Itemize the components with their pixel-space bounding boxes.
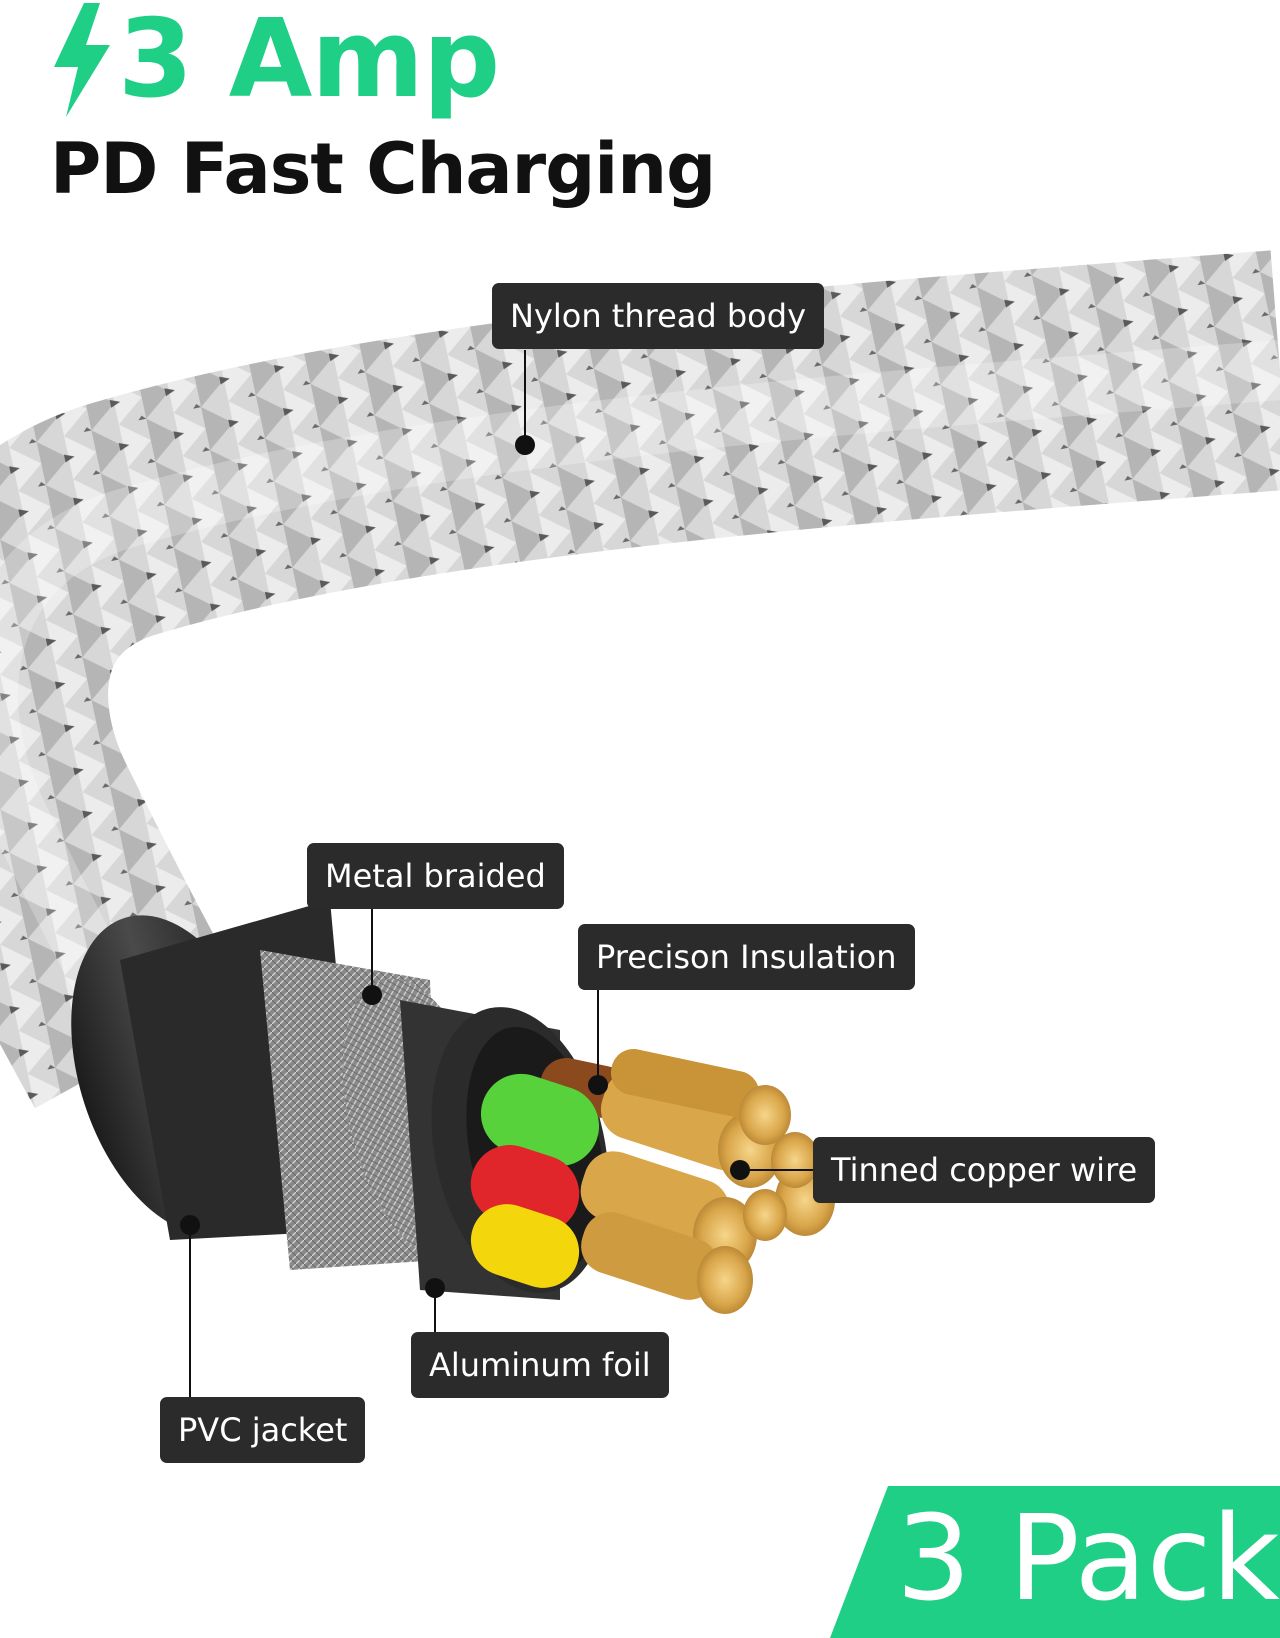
subtitle: PD Fast Charging [50, 128, 716, 210]
lightning-bolt-icon [54, 3, 110, 117]
headline: 3 Amp [48, 0, 500, 122]
amp-rating: 3 Amp [118, 0, 500, 122]
callout-precision-insulation: Precison Insulation [578, 924, 915, 990]
callout-metal-braided: Metal braided [307, 843, 564, 909]
callout-nylon-thread-body: Nylon thread body [492, 283, 824, 349]
pack-badge [830, 1486, 1280, 1638]
callout-pvc-jacket: PVC jacket [160, 1397, 366, 1463]
pack-badge-label: 3 Pack [896, 1489, 1280, 1627]
callout-tinned-copper-wire: Tinned copper wire [813, 1137, 1156, 1203]
callout-aluminum-foil: Aluminum foil [411, 1332, 669, 1398]
